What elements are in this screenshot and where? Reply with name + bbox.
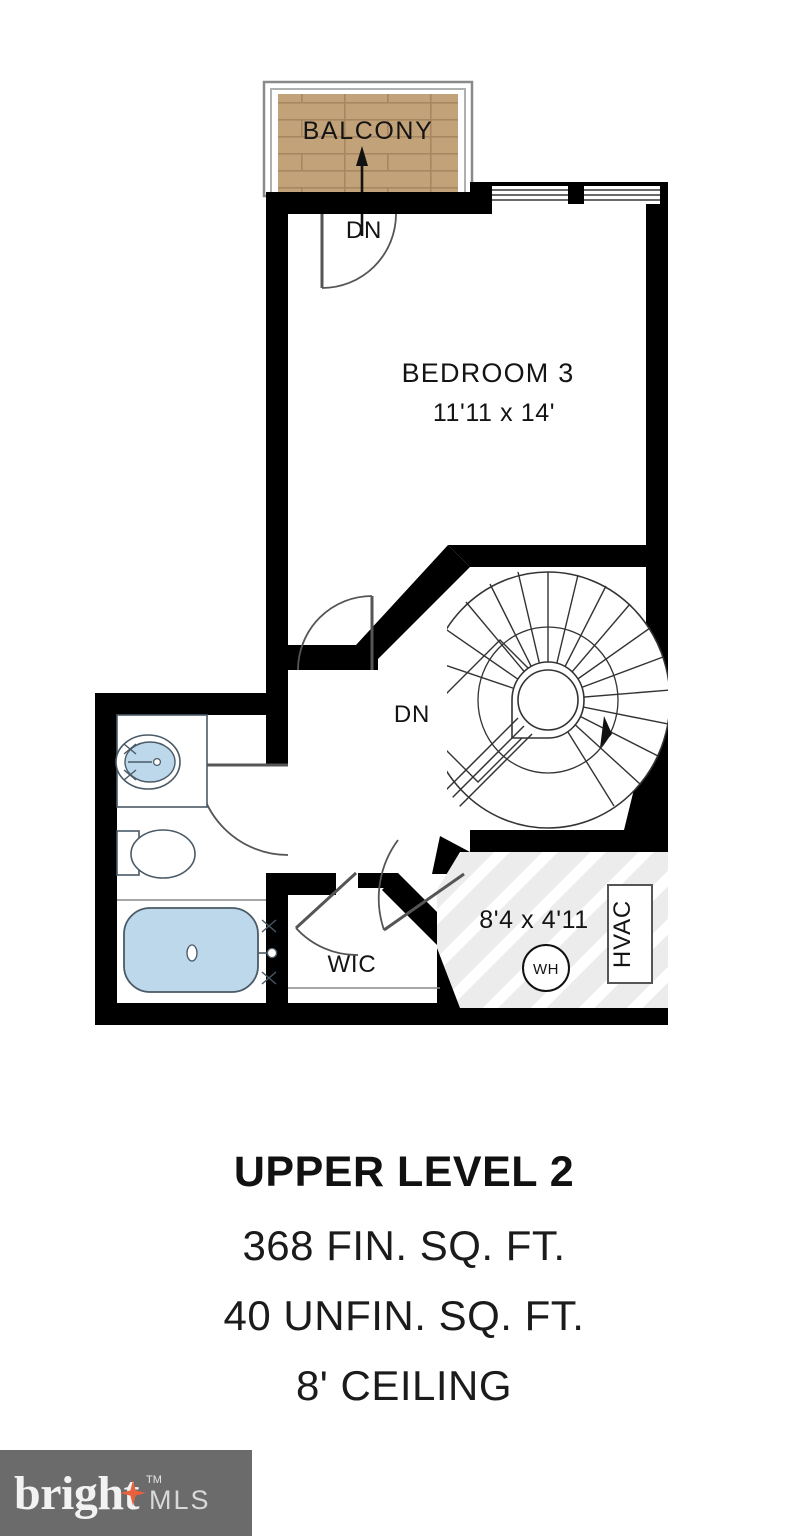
sink-handles	[123, 743, 137, 781]
stair-newel	[517, 669, 579, 731]
wall-bath-right-upper	[266, 693, 288, 765]
door-bedroom-arc	[297, 595, 373, 671]
wall-stair-lower	[470, 740, 646, 852]
wall-wic-diagonal	[382, 873, 460, 1003]
sink-drain	[153, 757, 162, 766]
stair-stringer-b	[447, 733, 533, 852]
balcony-deck	[278, 94, 458, 192]
tub-spout	[266, 947, 278, 959]
balcony-label: BALCONY	[303, 117, 434, 145]
stair-inner-arc	[477, 626, 619, 774]
tub-handles	[261, 919, 277, 985]
bedroom3-name: BEDROOM 3	[402, 358, 575, 388]
floorplan-drawing: BALCONY	[95, 80, 668, 1025]
balcony-dn-label: DN	[346, 217, 382, 244]
wic-closet: WIC	[288, 951, 440, 989]
wall-wic-top-left	[288, 873, 336, 895]
door-wic-panel	[294, 871, 358, 930]
hvac-unit-icon	[607, 884, 653, 984]
bedroom3-dimension: 11'11 x 14'	[433, 399, 555, 427]
finished-sqft: 368 FIN. SQ. FT.	[242, 1222, 566, 1269]
door-utility-panel	[383, 872, 465, 932]
ceiling-height: 8' CEILING	[295, 1362, 513, 1409]
interior-wall-diagonal-stair	[352, 545, 470, 670]
water-heater-label: WH	[533, 961, 559, 978]
door-utility-arc	[377, 839, 399, 931]
unfinished-sqft: 40 UNFIN. SQ. FT.	[223, 1292, 585, 1339]
level-title: UPPER LEVEL 2	[233, 1148, 575, 1196]
brightmls-watermark: bright TM MLS	[0, 1450, 252, 1536]
toilet-bowl	[130, 829, 196, 879]
balcony-area: BALCONY	[262, 80, 474, 236]
door-balcony-arc	[321, 213, 397, 289]
hvac-label: HVAC	[609, 900, 636, 968]
stair-stringer-c	[447, 717, 519, 852]
door-bathroom-arc	[197, 764, 289, 856]
utility-room: 8'4 x 4'11 WH HVAC	[437, 852, 668, 1008]
utility-dimension-label: 8'4 x 4'11	[479, 906, 589, 934]
door-wic-arc	[295, 927, 359, 956]
watermark-suffix: MLS	[149, 1484, 211, 1515]
water-heater-icon	[522, 944, 570, 992]
window-group	[492, 186, 660, 204]
interior-wall-bedroom-south	[448, 545, 646, 567]
tub-drain	[186, 944, 198, 962]
wall-bath-right-lower	[266, 873, 288, 1003]
bathroom-fixtures	[115, 714, 278, 993]
trademark-symbol: TM	[146, 1473, 162, 1486]
wic-label: WIC	[327, 951, 376, 978]
star-icon	[120, 1479, 146, 1506]
stair-stringer-a	[447, 725, 525, 852]
watermark-brand: bright	[14, 1466, 140, 1520]
staircase	[447, 571, 668, 852]
stair-direction-arrow	[600, 716, 612, 748]
bedroom3-labels: BEDROOM 3 11'11 x 14'	[402, 358, 575, 427]
balcony-direction-arrow-head	[356, 146, 368, 166]
stair-dn-label: DN	[394, 701, 430, 728]
